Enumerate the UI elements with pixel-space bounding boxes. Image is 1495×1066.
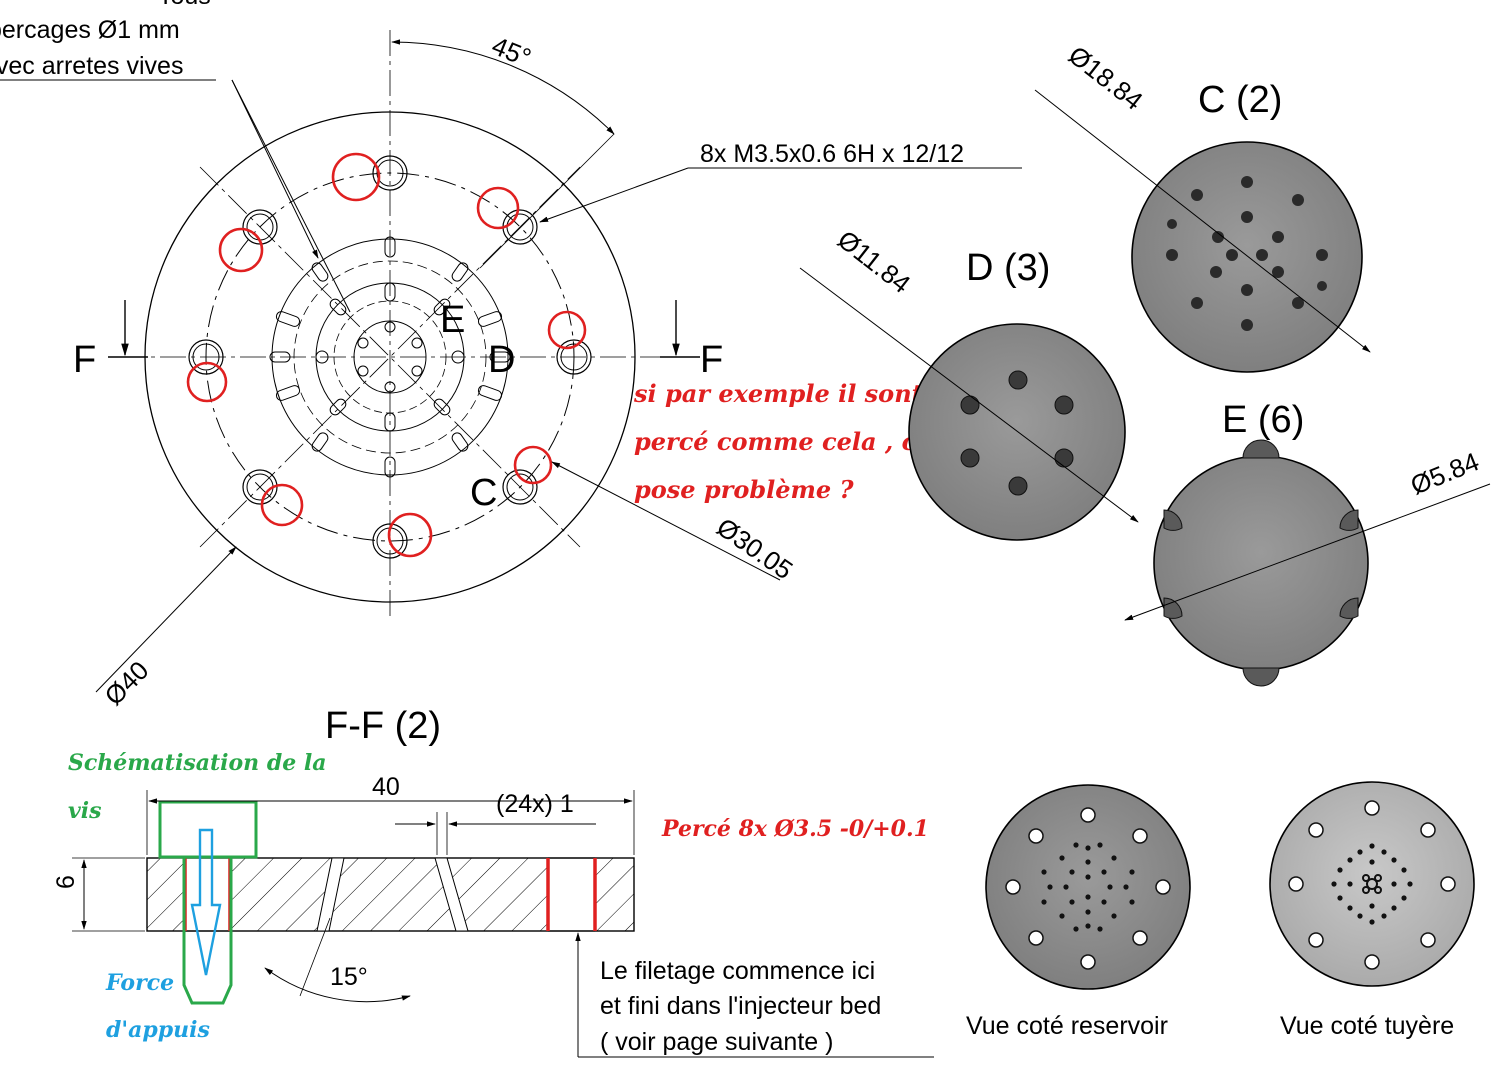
section-title: F-F (2) <box>325 705 441 747</box>
detail-e: E (6) Ø5.84 <box>1124 399 1491 687</box>
section-angle: 15° <box>330 963 368 991</box>
section-pitch: (24x) 1 <box>496 790 574 818</box>
dia-30-label: Ø30.05 <box>711 512 798 585</box>
note-line2: percages Ø1 mm <box>0 16 180 44</box>
detail-c-dia: Ø18.84 <box>1063 40 1149 116</box>
label-d: D <box>488 339 515 381</box>
label-e: E <box>440 299 465 341</box>
section-markers <box>108 300 700 358</box>
angle-arc <box>391 39 615 135</box>
section-thickness: 6 <box>52 875 80 889</box>
question-line2: percé comme cela , ca <box>634 427 932 456</box>
section-length: 40 <box>372 773 400 801</box>
note-line3: avec arretes vives <box>0 52 183 80</box>
angle-45-label: 45° <box>488 30 536 73</box>
thread-note-line3: ( voir page suivante ) <box>600 1028 833 1056</box>
dia-40-label: Ø40 <box>99 655 155 711</box>
main-plate-view: F F E D C 45° Tous percages Ø1 mm avec a… <box>0 0 1022 711</box>
force-line1: Force <box>105 970 174 996</box>
thread-note-line1: Le filetage commence ici <box>600 957 875 985</box>
view-tuyere: Vue coté tuyère <box>1269 781 1475 1040</box>
drill-note: Percé 8x Ø3.5 -0/+0.1 <box>661 816 929 842</box>
force-arrow <box>190 828 222 976</box>
detail-e-title: E (6) <box>1222 399 1304 441</box>
thread-note-line2: et fini dans l'injecteur bed <box>600 992 881 1020</box>
question-line3: pose problème ? <box>634 475 855 504</box>
section-letter-right: F <box>700 339 723 381</box>
screw-note-line1: Schématisation de la <box>68 750 326 776</box>
detail-d-title: D (3) <box>966 247 1050 289</box>
note-line1: Tous <box>158 0 211 10</box>
section-letter-left: F <box>73 339 96 381</box>
reservoir-label: Vue coté reservoir <box>966 1012 1168 1040</box>
detail-c-title: C (2) <box>1198 79 1282 121</box>
screw-note-line2: vis <box>68 798 102 824</box>
detail-c: C (2) Ø18.84 <box>1034 40 1371 373</box>
tuyere-label: Vue coté tuyère <box>1280 1012 1454 1040</box>
view-reservoir: Vue coté reservoir <box>966 784 1191 1040</box>
label-c: C <box>470 472 497 514</box>
thread-callout: 8x M3.5x0.6 6H x 12/12 <box>700 140 964 168</box>
detail-d-dia: Ø11.84 <box>832 224 916 299</box>
section-ff: F-F (2) 40 <box>52 705 934 1058</box>
red-markings <box>186 152 587 558</box>
detail-e-dia: Ø5.84 <box>1406 446 1483 500</box>
drill-slots <box>269 236 511 478</box>
force-line2: d'appuis <box>106 1017 210 1043</box>
question-line1: si par exemple il sont <box>633 379 923 408</box>
